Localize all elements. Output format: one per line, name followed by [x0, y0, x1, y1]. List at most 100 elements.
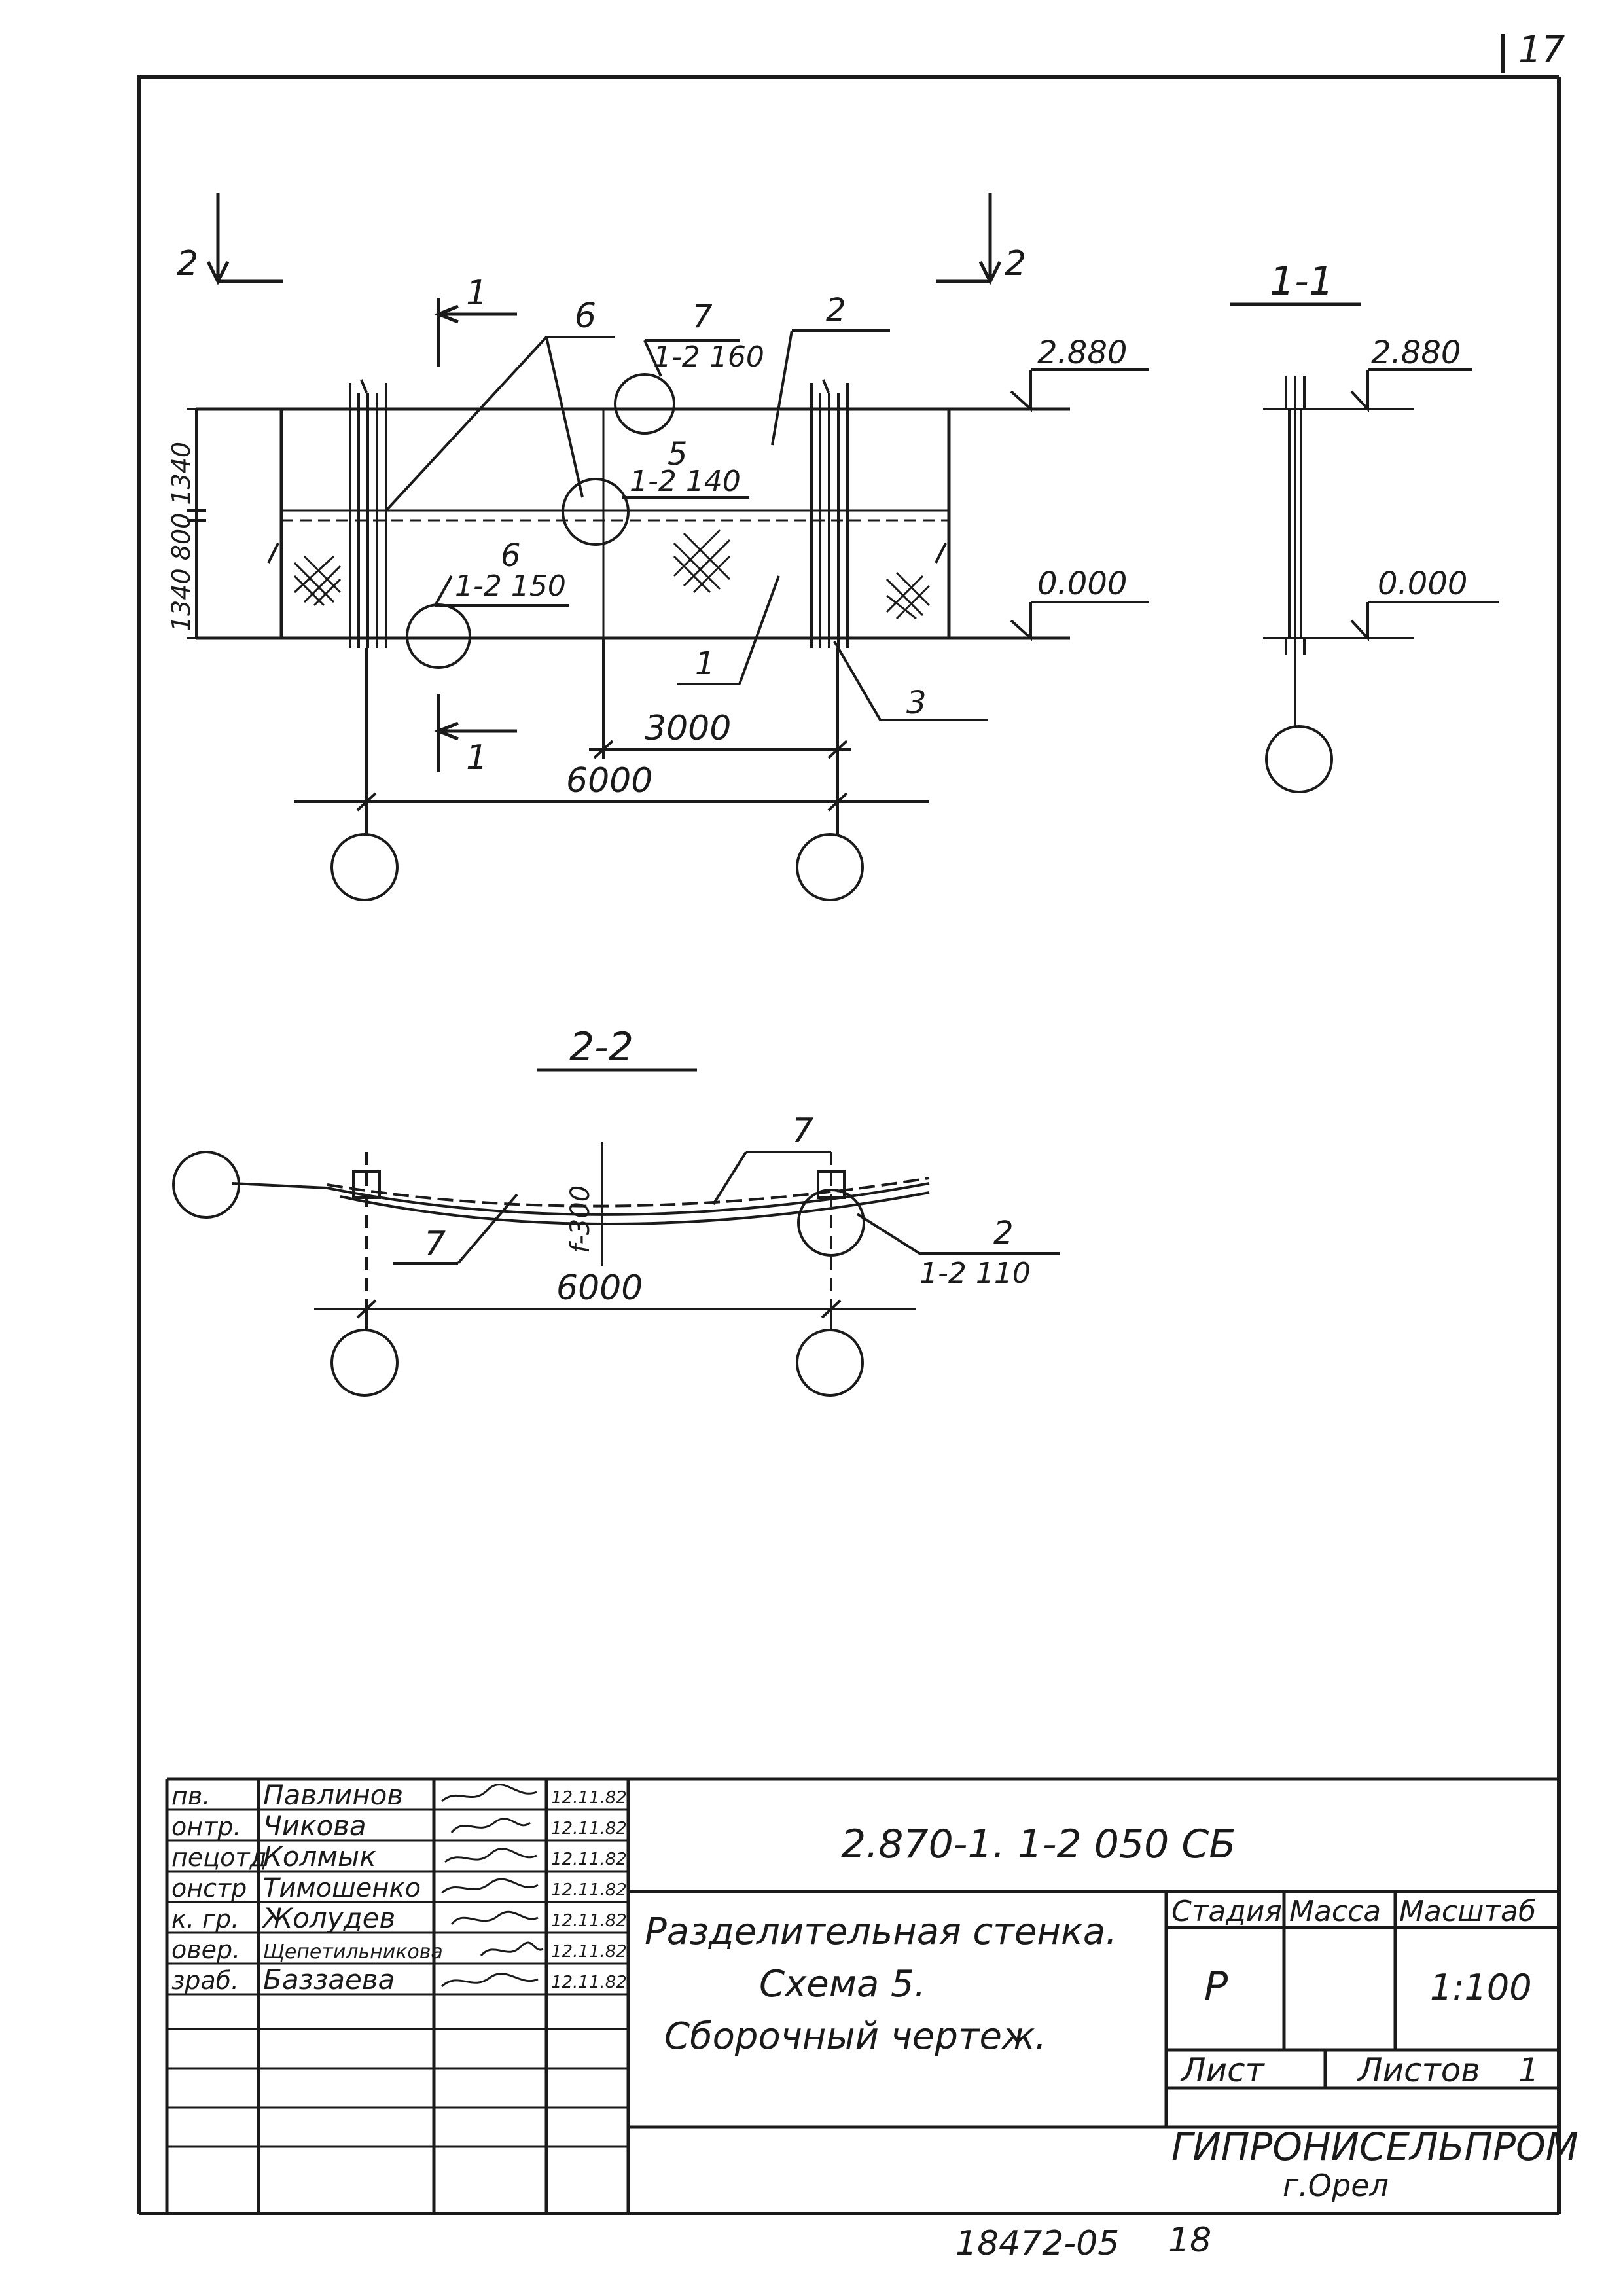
signature-date: 12.11.82 [551, 1880, 627, 1900]
wall-outline [196, 407, 1070, 640]
bottom-page-number: 18 [1168, 2221, 1211, 2260]
sheets-label: Листов [1357, 2051, 1480, 2089]
axis-bubbles-section-2-2 [330, 1329, 864, 1397]
section-2-2-callout-7-bottom: 7 [424, 1225, 446, 1264]
callout-6b-label: 6 [501, 537, 521, 574]
signature-mark [450, 1818, 531, 1833]
leader-6b [434, 575, 569, 607]
signature-row: пецотд Колмык 12.11.82 [171, 1840, 627, 1873]
signature-row: пв. Павлинов 12.11.82 [171, 1779, 627, 1811]
callout-2-label: 2 [826, 292, 846, 329]
height-dimension-text: 1340 800 1340 [167, 442, 196, 632]
plan-level-top: 2.880 [1037, 334, 1127, 371]
section-1-1: 1-1 2.880 0.000 [1230, 259, 1499, 793]
section-2-2-callout-2: 2 [993, 1215, 1014, 1251]
section-1-1-axis-bubble [1265, 725, 1333, 793]
sheet-label: Лист [1180, 2051, 1266, 2089]
callout-5-ref: 1-2 140 [630, 465, 741, 498]
column-left [349, 383, 387, 648]
title-block: пв. Павлинов 12.11.82 онтр. Чикова 12.11… [165, 1777, 1578, 2214]
drawing-title-line1: Разделительная стенка. [645, 1910, 1117, 1953]
section-2-2-callout-7-top: 7 [792, 1111, 813, 1151]
signature-row: зраб. Баззаева 12.11.82 [171, 1964, 627, 1996]
signature-date: 12.11.82 [551, 1788, 627, 1808]
signature-mark [480, 1941, 544, 1957]
callout-6b-ref: 1-2 150 [455, 569, 566, 603]
plan-dim-6000: 6000 [566, 761, 652, 800]
header-mass: Масса [1289, 1895, 1381, 1928]
dim-3000: 3000 [645, 709, 731, 748]
bottom-reference: 18472-05 [955, 2224, 1119, 2263]
drawing-title-line3: Сборочный чертеж. [664, 2015, 1046, 2058]
signature-row: онстр Тимошенко 12.11.82 [171, 1873, 627, 1903]
stage-value: Р [1204, 1964, 1228, 2009]
section-1-top-label: 1 [466, 274, 488, 313]
header-stage: Стадия [1171, 1895, 1282, 1928]
section-2-left-label: 2 [177, 244, 198, 283]
signature-role: пецотд [171, 1843, 267, 1872]
section-2-2-dimension [314, 1299, 916, 1329]
signature-date: 12.11.82 [551, 1819, 627, 1839]
plan-dimensions [294, 638, 929, 834]
header-scale: Масштаб [1399, 1895, 1536, 1928]
signature-mark [441, 1878, 539, 1894]
sag-label: f-300 [565, 1185, 596, 1253]
signature-role: к. гр. [171, 1905, 239, 1933]
column-right [810, 383, 849, 648]
scale-value: 1:100 [1430, 1967, 1532, 2008]
leader-3 [833, 640, 988, 721]
section-2-2-left-bubble [172, 1151, 240, 1219]
end-ticks [267, 379, 947, 564]
corner-sheet-number: 17 [1518, 29, 1565, 71]
signature-role: овер. [171, 1935, 240, 1964]
mesh-hatch-left [293, 555, 342, 607]
section-1-1-level-bottom: 0.000 [1378, 565, 1467, 602]
signature-date: 12.11.82 [551, 1973, 627, 1992]
section-2-right-label: 2 [1005, 244, 1026, 283]
signature-date: 12.11.82 [551, 1942, 627, 1962]
mesh-hatch-right [885, 571, 931, 620]
section-1-1-levels [1309, 368, 1499, 642]
signature-name: Тимошенко [263, 1873, 421, 1903]
section-1-bottom-marker [434, 694, 517, 772]
plan-level-bottom: 0.000 [1037, 565, 1127, 602]
plan-view: 2 2 1 1 [167, 193, 1149, 901]
leader-1 [677, 575, 780, 685]
leader-2 [771, 329, 890, 446]
section-2-2-callout-2-ref: 1-2 110 [919, 1257, 1031, 1290]
drawing-title-line2: Схема 5. [759, 1963, 926, 2005]
section-2-2-title: 2-2 [569, 1024, 633, 1070]
signature-row: онтр. Чикова 12.11.82 [171, 1810, 627, 1842]
callout-1-label: 1 [695, 645, 715, 682]
leader-6a [385, 336, 615, 512]
organization-name: ГИПРОНИСЕЛЬПРОМ [1171, 2125, 1578, 2169]
section-2-2: 2-2 f-300 7 7 2 1-2 110 [172, 1024, 1060, 1397]
signature-role: онстр [171, 1874, 247, 1903]
height-dimension [187, 408, 206, 639]
callout-6a-label: 6 [575, 296, 596, 336]
sheets-count: 1 [1518, 2051, 1539, 2089]
signature-row: овер. Щепетильникова 12.11.82 [171, 1935, 627, 1964]
signature-date: 12.11.82 [551, 1850, 627, 1869]
section-2-right-marker [936, 193, 1002, 285]
callout-3-label: 3 [906, 685, 927, 721]
sheet-frame [137, 34, 1561, 2215]
section-2-2-dim-6000: 6000 [556, 1268, 643, 1308]
signature-mark [440, 1973, 539, 1988]
callout-circles [406, 373, 675, 669]
section-2-2-cable [232, 1142, 930, 1312]
section-1-bottom-label: 1 [466, 738, 488, 778]
callout-7-ref: 1-2 160 [653, 340, 764, 374]
signature-mark [444, 1848, 537, 1863]
leader-7 [643, 339, 740, 377]
signature-name: Колмык [263, 1840, 376, 1873]
signature-name: Баззаева [263, 1964, 395, 1996]
signature-role: онтр. [171, 1812, 241, 1841]
mesh-hatch-center [673, 529, 731, 594]
section-2-2-leaders [393, 1151, 1060, 1265]
signature-role: зраб. [171, 1966, 239, 1995]
organization-city: г.Орел [1283, 2168, 1389, 2203]
signature-name: Щепетильникова [263, 1941, 443, 1964]
section-1-1-profile [1263, 376, 1329, 726]
